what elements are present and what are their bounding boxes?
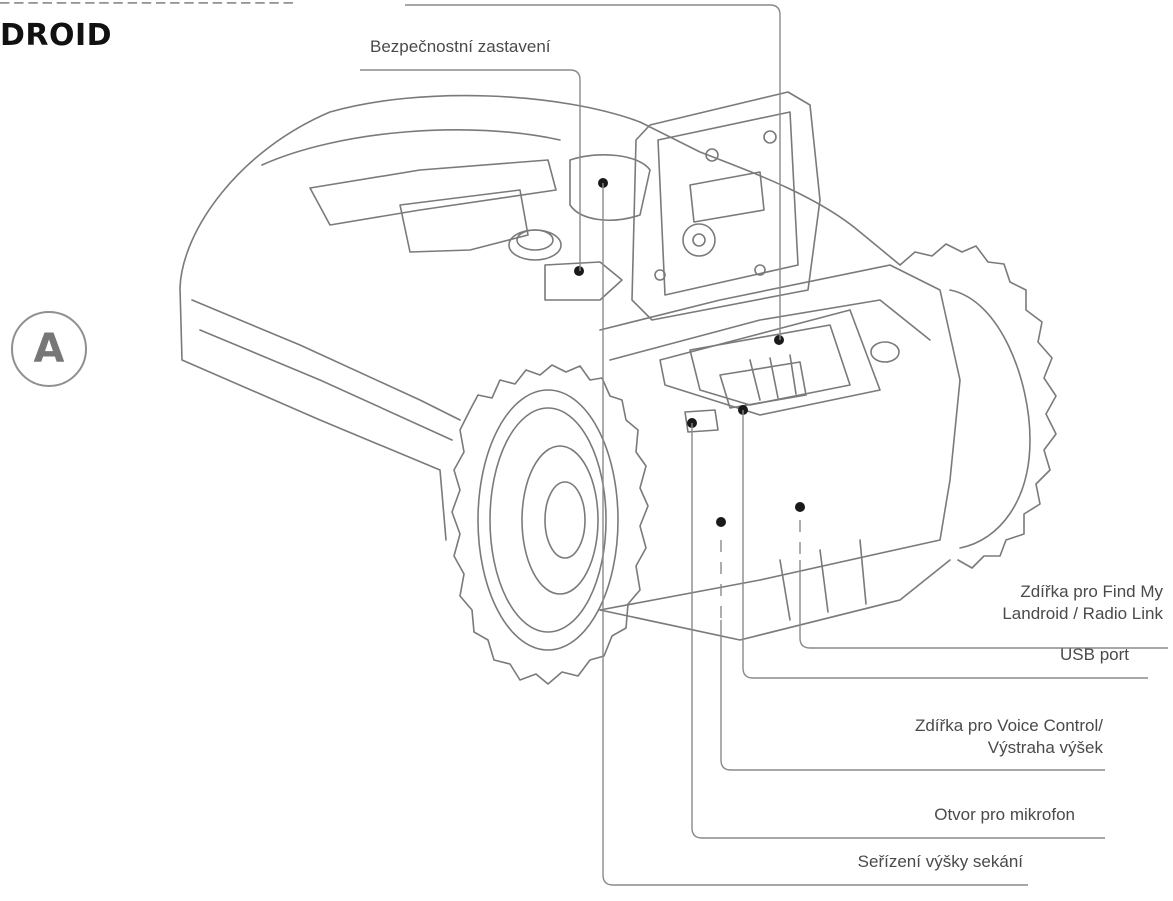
label-safety-stop: Bezpečnostní zastavení — [370, 37, 551, 56]
brand-wordmark: DROID — [0, 18, 113, 53]
figure-badge: A — [11, 311, 87, 387]
mower-body-lower — [179, 287, 447, 541]
label-microphone: Otvor pro mikrofon — [934, 805, 1075, 824]
figure-badge-letter: A — [33, 326, 65, 372]
line-microphone — [691, 423, 1105, 839]
label-find-my: Zdířka pro Find My Landroid / Radio Link — [1002, 581, 1163, 625]
label-find-my-line2: Landroid / Radio Link — [1002, 604, 1163, 623]
safety-stop-knob — [508, 229, 562, 261]
label-usb-port: USB port — [1060, 645, 1129, 664]
line-top — [405, 4, 781, 340]
rear-wheel — [899, 243, 1057, 569]
line-voice — [720, 620, 1105, 771]
dot-voice — [716, 517, 726, 527]
label-voice-control: Zdířka pro Voice Control/ Výstraha výšek — [915, 715, 1103, 759]
open-lid — [631, 91, 821, 321]
mower-illustration — [179, 91, 1057, 685]
mower-body-outline — [179, 94, 901, 289]
label-voice-control-line1: Zdířka pro Voice Control/ — [914, 716, 1103, 735]
line-findmy — [799, 560, 1168, 649]
line-usb — [742, 410, 1148, 679]
label-find-my-line1: Zdířka pro Find My — [1020, 582, 1163, 601]
callout-lines — [360, 4, 1168, 886]
label-voice-control-line2: Výstraha výšek — [987, 738, 1103, 757]
dot-top — [774, 335, 784, 345]
line-safety-stop — [360, 69, 581, 271]
cropped-top-label: – – – – – – – – – – – – – – – – – – – – … — [0, 0, 294, 11]
dot-safety-stop — [574, 266, 584, 276]
label-cut-height: Seřízení výšky sekání — [857, 852, 1023, 871]
front-wheel — [451, 364, 649, 685]
line-cut-height — [602, 183, 1028, 886]
dot-findmy — [795, 502, 805, 512]
